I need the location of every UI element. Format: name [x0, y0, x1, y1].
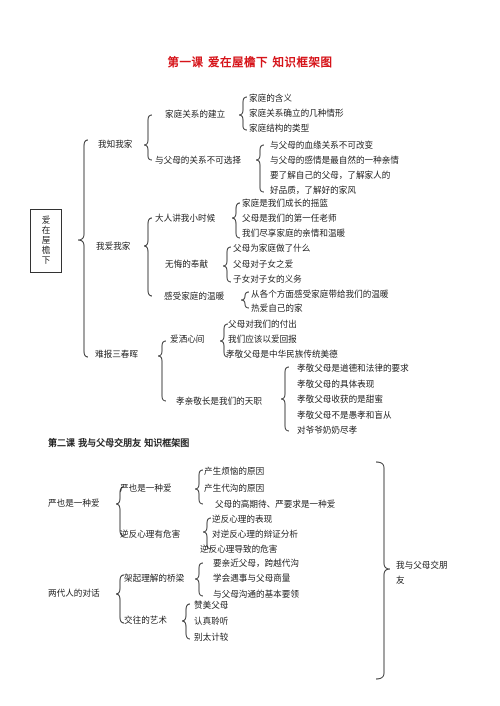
l2-b1-s2-label: 逆反心理有危害 — [120, 530, 181, 540]
l1-b2-s2-item: 父母为家庭做了什么 — [233, 244, 311, 254]
l1-b1-s2-item: 好品质，了解好的家风 — [270, 186, 356, 196]
l1-b1-s1-item: 家庭的含义 — [249, 94, 292, 104]
l2-b2-brace — [115, 574, 125, 624]
l1-b2-s1-item: 父母是我们的第一任老师 — [242, 214, 337, 224]
l2-b1-s2-brace — [202, 517, 212, 550]
l2-b1-brace — [115, 486, 125, 537]
l2-b1-s1-item: 产生烦恼的原因 — [204, 467, 265, 477]
b3-s1-brace — [219, 323, 229, 358]
l1-b3-s1-label: 爱洒心间 — [170, 335, 205, 345]
l2-b2-label: 两代人的对话 — [48, 589, 100, 599]
b1-brace — [143, 114, 153, 161]
b1-s1-brace — [238, 96, 248, 131]
l2-b2-s2-item: 赞美父母 — [194, 601, 229, 611]
l1-b2-s2-item: 父母对子女之爱 — [233, 260, 294, 270]
l2-b1-s2-item: 对逆反心理的辩证分析 — [212, 530, 298, 540]
l1-b1-s2-item: 要了解自己的父母，了解家人的 — [270, 171, 391, 181]
b2-s2-brace — [222, 246, 232, 283]
l1-b3-s1-item: 我们应该以爱回报 — [228, 335, 297, 345]
l2-b1-label: 严也是一种爱 — [48, 499, 100, 509]
l1-b3-s2-label: 孝亲敬长是我们的天职 — [176, 397, 262, 407]
l1-b1-label: 我知我家 — [98, 140, 133, 150]
lesson1-title: 第一课 爱在屋檐下 知识框架图 — [167, 55, 333, 69]
l2-b1-s1-label: 严也是一种爱 — [120, 484, 172, 494]
l1-b3-s2-item: 孝敬父母的具体表现 — [297, 380, 375, 390]
l1-b2-s2-item: 子女对子女的义务 — [233, 275, 302, 285]
l1-b2-s3-item: 热爱自己的家 — [251, 304, 303, 314]
l1-b1-s2-item: 与父母的血缘关系不可改变 — [270, 141, 374, 151]
l2-b2-s1-label: 架起理解的桥梁 — [124, 574, 185, 584]
l1-b3-s2-item: 孝敬父母是道德和法律的要求 — [297, 364, 409, 374]
l1-b2-s3-item: 从各个方面感受家庭带给我们的温暖 — [251, 290, 389, 300]
b3-s2-brace — [280, 366, 290, 432]
l2-b1-s1-item: 父母的高期待、严要求是一种爱 — [215, 500, 336, 510]
l1-b2-label: 我爱我家 — [96, 242, 131, 252]
root-brace — [77, 139, 89, 358]
l1-b3-s1-item: 父母对我们的付出 — [228, 320, 297, 330]
l1-b1-s1-label: 家庭关系的建立 — [165, 110, 226, 120]
lesson2-root-label: 我与父母交朋友 — [396, 561, 448, 586]
l2-b2-s1-item: 要亲近父母，跨越代沟 — [213, 559, 299, 569]
l1-b3-s2-item: 孝敬父母收获的是甜蜜 — [297, 395, 383, 405]
l1-b2-s1-label: 大人讲我小时候 — [155, 214, 216, 224]
l1-b1-s2-label: 与父母的关系不可选择 — [155, 156, 241, 166]
l2-b1-s1-item: 产生代沟的原因 — [204, 484, 265, 494]
lesson2-title: 第二课 我与父母交朋友 知识框架图 — [48, 439, 190, 449]
lesson1-root-label: 爱在屋檐下 — [41, 216, 51, 266]
l2-b1-s2-item: 逆反心理的表现 — [212, 515, 273, 525]
l2-b2-s2-item: 别太计较 — [194, 633, 229, 643]
l1-b3-s2-item: 孝敬父母不是愚孝和盲从 — [297, 411, 392, 421]
l2-b2-s1-item: 学会遇事与父母商量 — [213, 574, 291, 584]
l2-b2-s1-item: 与父母沟通的基本要领 — [213, 590, 299, 600]
l1-b2-s3-label: 感受家庭的温暖 — [164, 292, 225, 302]
l1-b3-s1-item: 孝敬父母是中华民族传统美德 — [226, 350, 338, 360]
l2-b2-s2-brace — [181, 603, 191, 640]
l1-b2-s1-item: 家庭是我们成长的摇篮 — [242, 199, 328, 209]
b3-brace — [157, 340, 167, 402]
b2-brace — [143, 217, 153, 297]
l1-b1-s2-item: 与父母的感情是最自然的一种亲情 — [270, 156, 399, 166]
b2-s1-brace — [231, 202, 241, 239]
l1-b1-s1-item: 家庭关系确立的几种情形 — [249, 109, 344, 119]
b1-s2-brace — [255, 144, 265, 193]
l2-b1-s1-brace — [194, 469, 204, 505]
l2-b2-s1-brace — [194, 562, 204, 597]
l2-big-brace — [375, 461, 391, 680]
l2-b2-s2-label: 交往的艺术 — [124, 616, 167, 626]
l2-b1-s2-item: 逆反心理导致的危害 — [200, 545, 278, 555]
l2-b2-s2-item: 认真聆听 — [194, 617, 229, 627]
lesson1-root-box: 爱在屋檐下 — [30, 209, 62, 273]
l1-b3-s2-item: 对爷爷奶奶尽孝 — [297, 426, 358, 436]
l1-b1-s1-item: 家庭结构的类型 — [249, 124, 310, 134]
b2-s3-brace — [240, 291, 250, 309]
l1-b2-s1-item: 我们尽享家庭的亲情和温暖 — [242, 229, 346, 239]
l1-b2-s2-label: 无悔的奉献 — [165, 260, 208, 270]
l1-b3-label: 难报三春晖 — [95, 350, 138, 360]
